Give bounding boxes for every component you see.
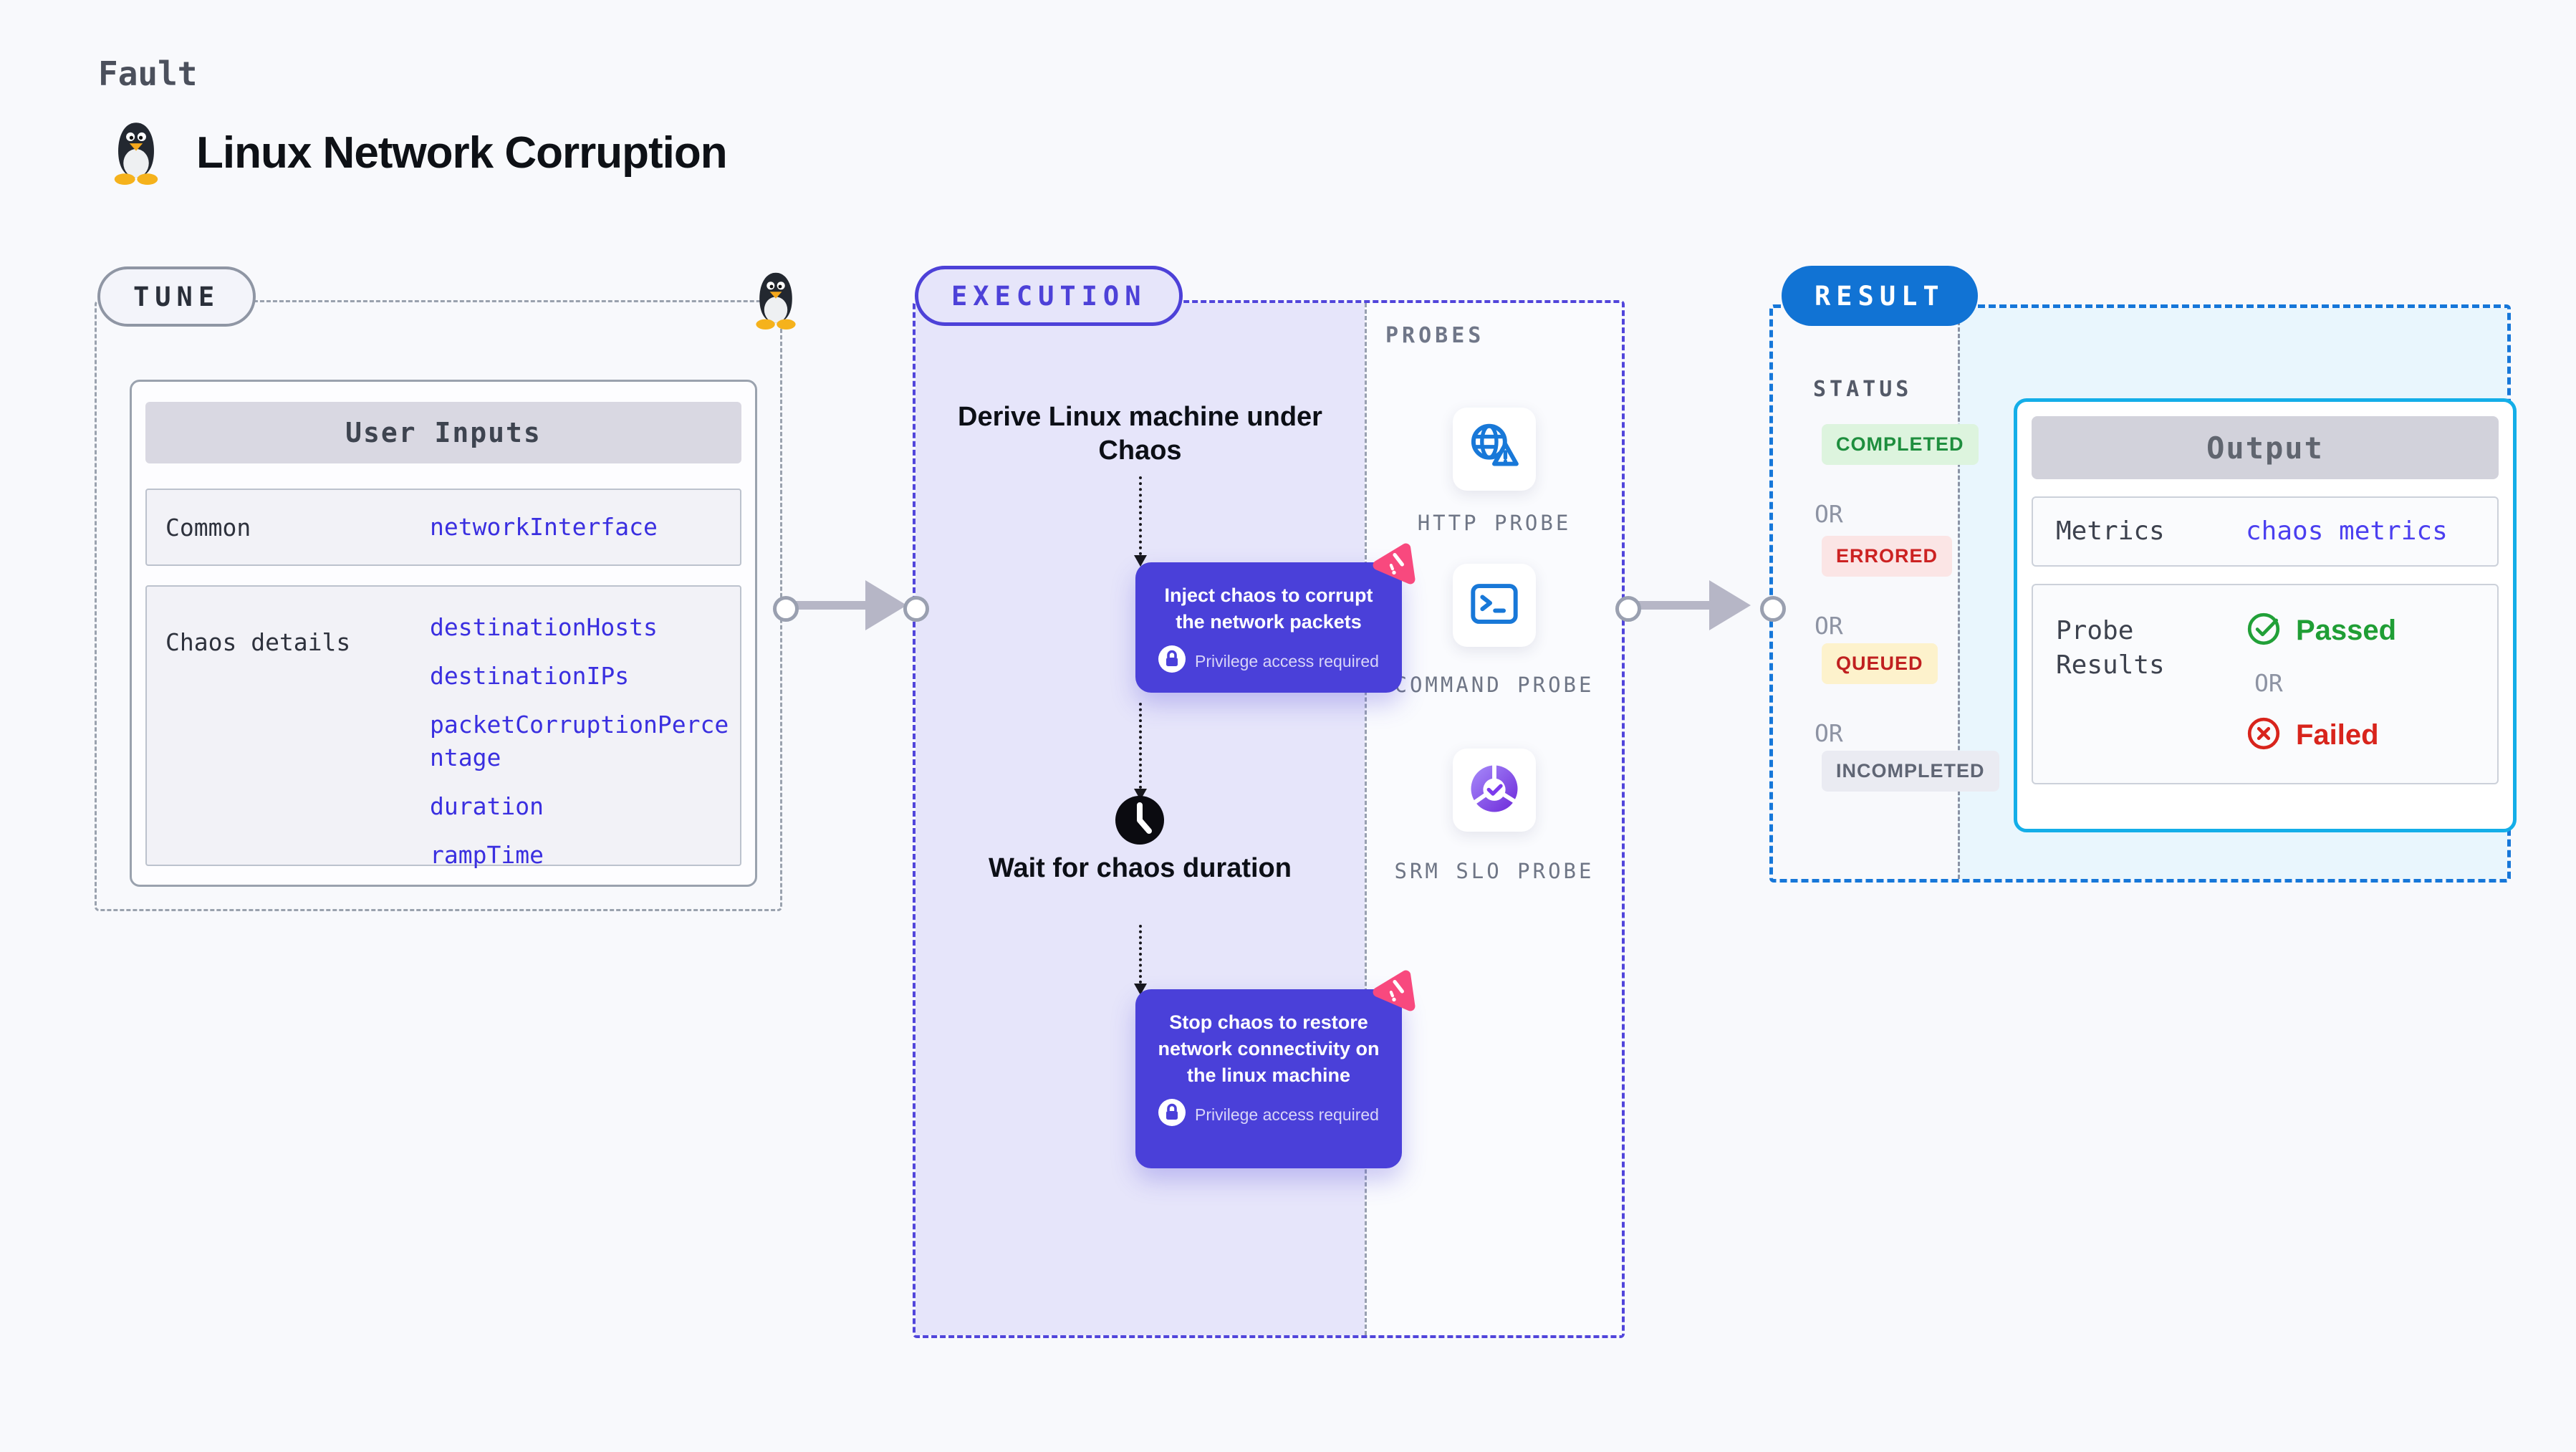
- probe-label: COMMAND PROBE: [1394, 673, 1595, 697]
- privilege-note: Privilege access required: [1195, 1105, 1379, 1124]
- connector-dot: [1615, 596, 1641, 622]
- globe-warning-icon: [1467, 420, 1522, 479]
- terminal-icon: [1467, 577, 1522, 635]
- passed-label: Passed: [2296, 615, 2397, 646]
- metrics-value: chaos metrics: [2246, 516, 2448, 546]
- derive-step-label: Derive Linux machine under Chaos: [958, 402, 1322, 466]
- tune-badge: TUNE: [97, 266, 256, 327]
- status-title: STATUS: [1813, 377, 1913, 402]
- input-value: packetCorruptionPercentage: [430, 711, 729, 771]
- arrowhead: [865, 580, 907, 630]
- execution-to-result-arrow: [1630, 601, 1715, 610]
- or-separator: OR: [1815, 612, 1843, 640]
- row-label: Chaos details: [165, 628, 351, 656]
- probe-results-row: Probe Results Passed OR: [2032, 584, 2499, 784]
- status-badge-queued: QUEUED: [1822, 643, 1938, 684]
- inject-chaos-step: Inject chaos to corrupt the network pack…: [1135, 562, 1402, 693]
- slo-pie-icon: [1466, 761, 1522, 820]
- fault-kicker: Fault: [98, 54, 198, 93]
- metrics-row: Metrics chaos metrics: [2032, 496, 2499, 567]
- arrowhead: [1709, 580, 1751, 630]
- stop-step-label: Stop chaos to restore network connectivi…: [1158, 1011, 1380, 1086]
- input-value: destinationIPs: [430, 662, 630, 690]
- input-value: rampTime: [430, 841, 544, 869]
- chaos-logo-icon: [1372, 969, 1416, 1017]
- execution-section-box: PROBES HTTP PROBE: [913, 300, 1625, 1338]
- or-separator: OR: [1815, 500, 1843, 528]
- failed-cross-icon: [2246, 716, 2282, 755]
- lock-icon: [1157, 1097, 1187, 1130]
- srm-slo-probe-card: [1453, 749, 1536, 832]
- result-badge: RESULT: [1782, 266, 1978, 326]
- tux-penguin-icon: [105, 119, 168, 188]
- stop-chaos-step: Stop chaos to restore network connectivi…: [1135, 989, 1402, 1168]
- probes-panel: PROBES HTTP PROBE: [1365, 303, 1622, 1335]
- wait-step-label: Wait for chaos duration: [989, 853, 1292, 883]
- input-value: destinationHosts: [430, 613, 658, 641]
- clock-icon: [1114, 794, 1166, 850]
- result-section-box: STATUS COMPLETED OR ERRORED OR QUEUED OR…: [1769, 304, 2517, 883]
- status-badge-completed: COMPLETED: [1822, 424, 1979, 465]
- probe-results-label: Probe Results: [2056, 616, 2165, 680]
- metrics-label: Metrics: [2056, 516, 2165, 546]
- row-label: Common: [165, 513, 251, 542]
- tune-to-execution-arrow: [787, 601, 871, 610]
- passed-check-icon: [2246, 611, 2282, 650]
- connector-dot: [1760, 596, 1786, 622]
- flow-arrow-down: [1134, 925, 1147, 995]
- tux-penguin-icon: [748, 269, 804, 333]
- user-input-row-common: Common networkInterface: [145, 489, 741, 566]
- privilege-note: Privilege access required: [1195, 651, 1379, 670]
- flow-arrow-down: [1134, 703, 1147, 800]
- flow-arrow-down: [1134, 476, 1147, 567]
- or-separator: OR: [2254, 669, 2283, 697]
- output-card: Output Metrics chaos metrics Probe Resul…: [2014, 398, 2517, 832]
- inject-step-label: Inject chaos to corrupt the network pack…: [1164, 585, 1373, 633]
- probe-label: SRM SLO PROBE: [1394, 859, 1595, 883]
- status-badge-incompleted: INCOMPLETED: [1822, 751, 1999, 792]
- user-inputs-header: User Inputs: [145, 402, 741, 463]
- connector-dot: [773, 596, 799, 622]
- probes-title: PROBES: [1385, 323, 1485, 348]
- probe-label: HTTP PROBE: [1417, 511, 1572, 535]
- chaos-logo-icon: [1372, 542, 1416, 590]
- connector-dot: [903, 596, 929, 622]
- failed-label: Failed: [2296, 719, 2379, 751]
- execution-badge: EXECUTION: [915, 266, 1183, 326]
- input-value: duration: [430, 792, 544, 820]
- page-title: Linux Network Corruption: [196, 128, 728, 178]
- command-probe-card: [1453, 564, 1536, 647]
- lock-icon: [1157, 644, 1187, 677]
- input-value: networkInterface: [430, 513, 658, 541]
- user-inputs-card: User Inputs Common networkInterface Chao…: [130, 380, 757, 887]
- status-badge-errored: ERRORED: [1822, 536, 1953, 577]
- or-separator: OR: [1815, 719, 1843, 747]
- user-input-row-chaos-details: Chaos details destinationHosts destinati…: [145, 585, 741, 869]
- http-probe-card: [1453, 408, 1536, 491]
- output-header: Output: [2032, 416, 2499, 479]
